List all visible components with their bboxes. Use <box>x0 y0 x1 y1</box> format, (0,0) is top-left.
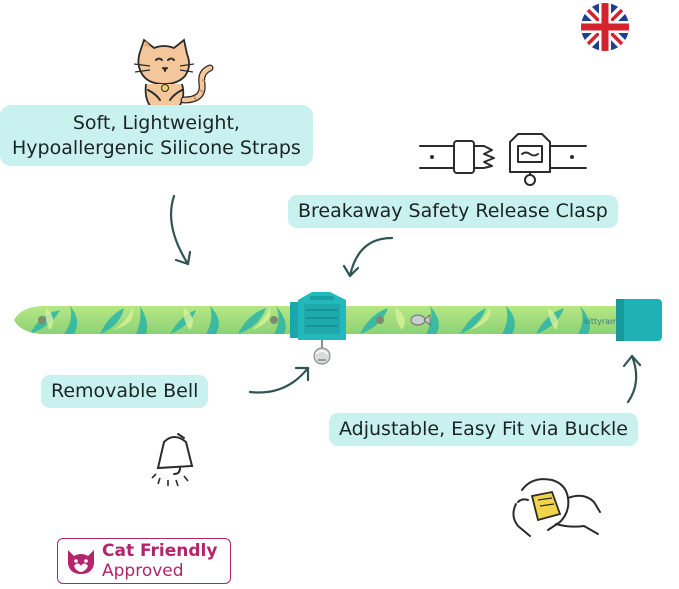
label-silicone-straps: Soft, Lightweight, Hypoallergenic Silico… <box>0 105 313 167</box>
arrow-bell <box>248 366 310 394</box>
uk-flag-icon <box>581 3 629 51</box>
arrow-straps <box>170 194 192 266</box>
cat-face-icon <box>68 550 94 574</box>
badge-title: Cat Friendly <box>102 541 218 561</box>
bell-icon <box>151 433 194 487</box>
cat-collar: kittyrama <box>14 292 662 365</box>
clasp-icon <box>419 133 587 186</box>
arrow-buckle <box>622 354 642 404</box>
arrow-clasp <box>342 236 394 278</box>
label-straps-line1: Soft, Lightweight, <box>72 112 240 134</box>
label-adjustable-buckle: Adjustable, Easy Fit via Buckle <box>329 413 638 446</box>
strap-brand-text: kittyrama <box>584 317 623 326</box>
fish-charm <box>410 313 431 327</box>
removable-bell <box>313 340 331 365</box>
label-straps-line2: Hypoallergenic Silicone Straps <box>12 136 301 159</box>
end-buckle <box>616 299 662 341</box>
hand-buckle-icon <box>512 478 601 537</box>
label-removable-bell: Removable Bell <box>41 375 209 408</box>
label-breakaway-clasp: Breakaway Safety Release Clasp <box>288 195 618 228</box>
cat-icon <box>133 38 214 109</box>
safety-clasp <box>290 292 346 340</box>
badge-subtitle: Approved <box>102 561 184 581</box>
cat-friendly-badge: Cat Friendly Approved <box>57 538 231 584</box>
left-strap <box>14 306 296 334</box>
